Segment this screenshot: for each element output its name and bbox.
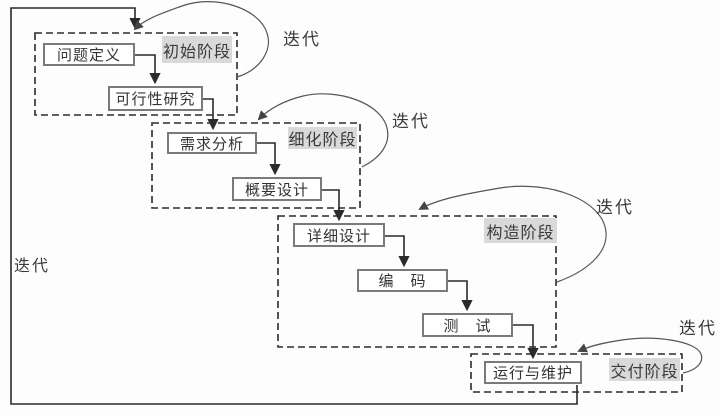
iteration-loop-transition [577,337,703,374]
phase-box-inception [34,32,238,116]
iteration-label-transition: 迭代 [679,319,717,338]
step-label: 需求分析 [179,135,244,153]
phase-box-construction [277,215,557,348]
iteration-label-inception: 迭代 [283,30,321,49]
connector-coding-to-testing [448,280,473,312]
connector-testing-to-maintenance [513,324,539,360]
phase-box-elaboration [151,122,361,209]
connector-detailed-design-to-coding [385,235,410,268]
iteration-loop-inception [133,1,269,78]
phase-label-construction: 构造阶段 [484,218,557,243]
iteration-loop-construction [418,185,607,283]
phase-label-text: 细化阶段 [288,132,357,149]
connector-feasibility-to-requirements [203,98,219,131]
step-box-testing: 测 试 [422,313,513,337]
iteration-loop-elaboration [257,93,389,168]
iteration-label-global: 迭代 [14,258,51,275]
connector-preliminary-to-detailed-design [322,189,345,222]
step-box-feasibility-study: 可行性研究 [108,86,203,111]
step-box-preliminary-design: 概要设计 [232,177,322,201]
step-box-requirements-analysis: 需求分析 [167,132,257,154]
iteration-label-elaboration: 迭代 [392,112,430,131]
step-box-operation-maintenance: 运行与维护 [484,361,582,384]
step-label: 测 试 [443,317,492,335]
step-label: 编 码 [378,273,427,290]
step-label: 详细设计 [306,227,371,245]
global-iteration-loop-line [10,7,578,405]
step-label: 概要设计 [244,181,309,199]
phase-label-text: 交付阶段 [610,363,679,381]
iteration-label-construction: 迭代 [596,198,634,217]
step-label: 运行与维护 [492,365,573,382]
phase-box-transition [470,353,683,393]
step-box-coding: 编 码 [357,269,448,292]
step-box-problem-definition: 问题定义 [43,43,135,66]
step-box-detailed-design: 详细设计 [293,223,385,247]
connector-requirements-to-preliminary-design [257,142,281,176]
phase-label-transition: 交付阶段 [609,358,680,381]
connector-problem-to-feasibility [135,54,161,85]
step-label: 可行性研究 [115,91,196,108]
phase-label-elaboration: 细化阶段 [288,127,357,149]
phase-label-inception: 初始阶段 [162,36,232,63]
step-label: 问题定义 [56,47,121,64]
phase-label-text: 构造阶段 [486,224,555,242]
phase-label-text: 初始阶段 [162,43,231,61]
